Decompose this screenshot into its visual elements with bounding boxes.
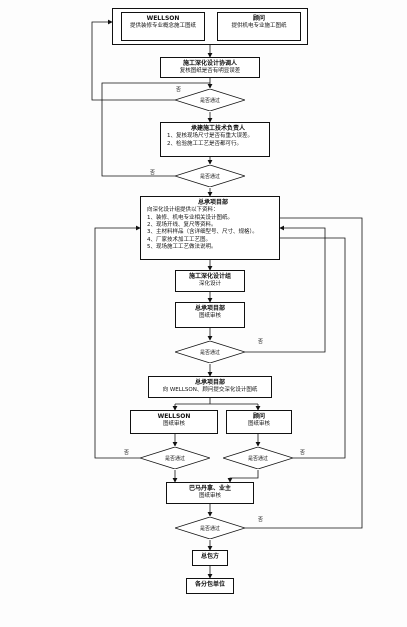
wellson-source-box: WELLSON 提供装修专业概念施工图纸 bbox=[121, 12, 205, 41]
no-label-3: 否 bbox=[258, 339, 264, 345]
consultant-sub: 提供机电专业施工图纸 bbox=[231, 23, 287, 30]
no-label-4a: 否 bbox=[124, 450, 130, 456]
tech-lead-box: 承建施工技术负责人 1、复核现场尺寸是否有重大误差。 2、检验施工工艺是否都可行… bbox=[160, 122, 270, 157]
materials-title: 总承项目部 bbox=[197, 199, 228, 206]
no-label-5: 否 bbox=[258, 517, 264, 523]
tech-lead-title: 承建施工技术负责人 bbox=[190, 125, 245, 132]
project-dept-materials-box: 总承项目部 向深化设计组提供以下资料： 1、装修、机电专业相关设计图纸。 2、现… bbox=[140, 196, 280, 260]
owner-review-title: 巴马丹拿、业主 bbox=[188, 485, 231, 492]
design-group-sub: 深化设计 bbox=[198, 281, 221, 288]
design-group-title: 施工深化设计组 bbox=[188, 273, 231, 280]
project-review-box: 总承项目部 图纸审核 bbox=[175, 302, 245, 328]
decision-1-label: 是否通过 bbox=[199, 97, 220, 104]
submit-drawings-box: 总承项目部 向 WELLSON、顾问提交深化设计图纸 bbox=[148, 376, 272, 398]
tech-lead-line-2: 2、检验施工工艺是否都可行。 bbox=[167, 140, 243, 147]
materials-line-2: 2、现场开线、复尺等资料。 bbox=[147, 221, 217, 228]
materials-line-1: 1、装修、机电专业相关设计图纸。 bbox=[147, 214, 234, 221]
decision-1: 是否通过 bbox=[173, 88, 247, 112]
project-review-title: 总承项目部 bbox=[194, 305, 225, 312]
consultant-review-title: 顾问 bbox=[252, 413, 265, 420]
decision-2: 是否通过 bbox=[173, 164, 247, 188]
decision-5: 是否通过 bbox=[173, 516, 247, 540]
consultant-review-sub: 图纸审核 bbox=[247, 421, 270, 428]
subcontractors-box: 各分包单位 bbox=[186, 578, 234, 594]
design-group-box: 施工深化设计组 深化设计 bbox=[175, 270, 245, 292]
no-label-2: 否 bbox=[150, 170, 156, 176]
general-contractor-box: 总包方 bbox=[192, 550, 228, 566]
materials-line-3: 3、主材料样品（含详细型号、尺寸、规格）。 bbox=[147, 229, 258, 236]
materials-intro: 向深化设计组提供以下资料： bbox=[147, 207, 219, 214]
owner-review-box: 巴马丹拿、业主 图纸审核 bbox=[166, 482, 254, 504]
wellson-review-box: WELLSON 图纸审核 bbox=[130, 410, 218, 434]
decision-3: 是否通过 bbox=[173, 340, 247, 364]
materials-line-4: 4、厂家技术加工工艺图。 bbox=[147, 236, 212, 243]
wellson-review-title: WELLSON bbox=[157, 413, 191, 420]
decision-4b-label: 是否通过 bbox=[247, 455, 268, 462]
wellson-sub: 提供装修专业概念施工图纸 bbox=[129, 23, 196, 30]
decision-4b: 是否通过 bbox=[221, 446, 295, 470]
owner-review-sub: 图纸审核 bbox=[198, 493, 221, 500]
consultant-source-box: 顾问 提供机电专业施工图纸 bbox=[217, 12, 301, 41]
consultant-title: 顾问 bbox=[252, 15, 265, 22]
source-group: WELLSON 提供装修专业概念施工图纸 顾问 提供机电专业施工图纸 bbox=[112, 8, 308, 45]
coordinator-sub: 复核图纸是否有明显误差 bbox=[179, 68, 241, 75]
wellson-title: WELLSON bbox=[146, 15, 180, 22]
coordinator-box: 施工深化设计协调人 复核图纸是否有明显误差 bbox=[160, 57, 260, 78]
consultant-review-box: 顾问 图纸审核 bbox=[226, 410, 292, 434]
decision-2-label: 是否通过 bbox=[199, 173, 220, 180]
decision-4a-label: 是否通过 bbox=[164, 455, 185, 462]
materials-line-5: 5、现场施工工艺做法说明。 bbox=[147, 244, 217, 251]
coordinator-title: 施工深化设计协调人 bbox=[182, 60, 237, 67]
submit-drawings-sub: 向 WELLSON、顾问提交深化设计图纸 bbox=[162, 387, 258, 394]
decision-4a: 是否通过 bbox=[138, 446, 212, 470]
general-contractor-title: 总包方 bbox=[200, 553, 219, 560]
no-label-1: 否 bbox=[176, 87, 182, 93]
decision-3-label: 是否通过 bbox=[199, 349, 220, 356]
project-review-sub: 图纸审核 bbox=[198, 313, 221, 320]
wellson-review-sub: 图纸审核 bbox=[162, 421, 185, 428]
decision-5-label: 是否通过 bbox=[199, 525, 220, 532]
subcontractors-title: 各分包单位 bbox=[194, 581, 225, 588]
submit-drawings-title: 总承项目部 bbox=[194, 379, 225, 386]
no-label-4b: 否 bbox=[300, 450, 306, 456]
tech-lead-line-1: 1、复核现场尺寸是否有重大误差。 bbox=[167, 133, 254, 140]
